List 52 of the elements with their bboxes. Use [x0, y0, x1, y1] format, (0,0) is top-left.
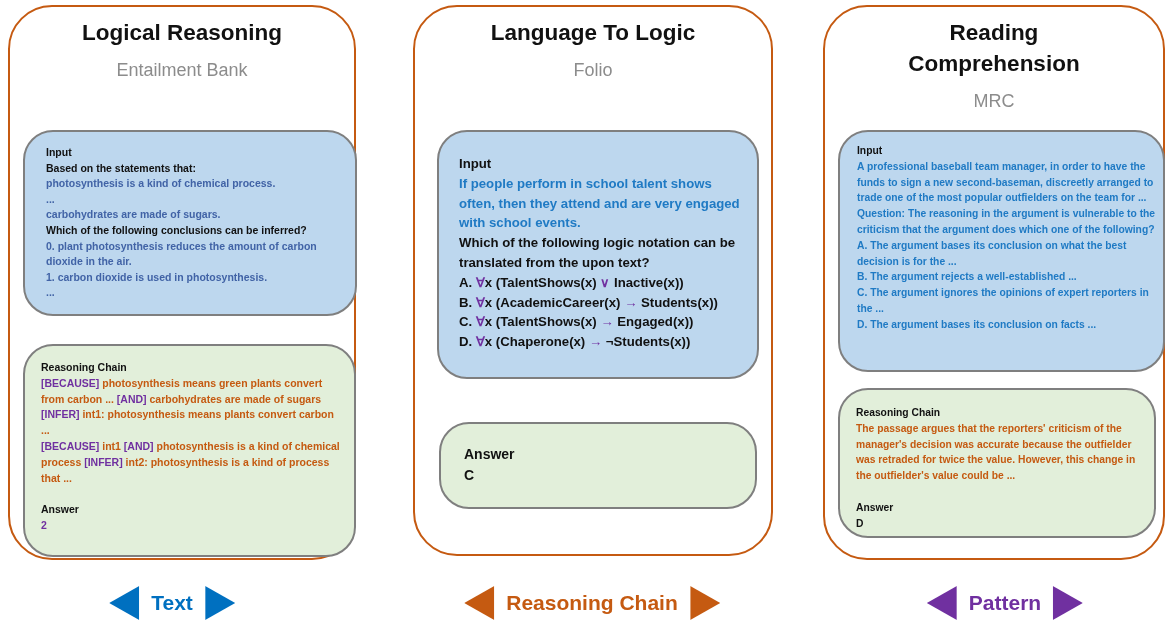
example-text: A professional baseball team manager, in order to have the funds to sign a new second-baseman, discreetly arranged to trade one of the most popular outfielders on the team for ...: [857, 159, 1155, 206]
section-heading: Reasoning Chain: [41, 360, 128, 375]
category-label: Pattern: [968, 591, 1042, 615]
example-text: ...: [46, 191, 56, 207]
output-card: [838, 388, 1156, 538]
panel-title: Language To Logic: [489, 19, 697, 47]
output-card: [439, 422, 757, 509]
section-heading: Answer: [464, 445, 516, 464]
input-card: [23, 130, 357, 316]
section-heading: Reasoning Chain: [856, 406, 942, 420]
section-heading: D: [856, 516, 865, 531]
category-label: Text: [151, 591, 193, 615]
section-heading: C: [464, 466, 476, 485]
section-heading: D. ∀x (Chaperone(x) → ¬Students(x)): [459, 333, 692, 352]
section-heading: Which of the following conclusions can be inferred?: [46, 222, 308, 238]
section-heading: B. ∀x (AcademicCareer(x) → Students(x)): [459, 293, 719, 312]
section-heading: Input: [46, 145, 73, 160]
dataset-name: MRC: [972, 91, 1016, 112]
example-text: Question: The reasoning in the argument is vulnerable to the criticism that the argument does which one of the following?: [857, 207, 1157, 237]
output-card: [23, 344, 356, 557]
example-text: D. The argument bases its conclusion on facts ...: [857, 317, 1098, 332]
category-panel: [8, 5, 356, 560]
example-text: The passage argues that the reporters' criticism of the manager's decision was accurate because the outfielder was retraded for twice the value. However, this change in the outfielder's value could be ...: [856, 421, 1137, 484]
example-text: ...: [46, 285, 56, 301]
panel-title: Reading Comprehension: [907, 19, 1081, 78]
section-heading: Input: [459, 155, 493, 173]
example-text: If people perform in school talent shows often, then they attend and are very engaged with school events.: [459, 174, 741, 233]
dataset-name: Entailment Bank: [115, 60, 249, 81]
section-heading: Based on the statements that:: [46, 160, 197, 176]
example-text: 0. plant photosynthesis reduces the amount of carbon dioxide in the air.: [46, 238, 318, 270]
section-heading: Which of the following logic notation can be translated from the upon text?: [459, 234, 737, 272]
section-heading: Answer: [41, 502, 80, 518]
example-text: [BECAUSE] photosynthesis means green plants convert from carbon ... [AND] carbohydrates are made of sugars [INFER] int1: photosynthesis means plants convert carbon ...: [41, 375, 335, 439]
example-text: A. The argument bases its conclusion on what the best decision is for the ...: [857, 238, 1128, 269]
section-heading: Input: [857, 144, 884, 158]
section-heading: Answer: [856, 500, 895, 515]
section-heading: A. ∀x (TalentShows(x) ∨ Inactive(x)): [459, 273, 685, 292]
example-text: carbohydrates are made of sugars.: [46, 207, 222, 223]
category-panel: [823, 5, 1165, 560]
dataset-name: Folio: [572, 60, 614, 81]
example-text: 1. carbon dioxide is used in photosynthesis.: [46, 269, 269, 285]
example-text: [BECAUSE] int1 [AND] photosynthesis is a kind of chemical process [INFER] int2: photosynthesis is a kind of process that ...: [41, 439, 341, 486]
example-text: C. The argument ignores the opinions of expert reporters in the ...: [857, 286, 1150, 316]
section-heading: C. ∀x (TalentShows(x) → Engaged(x)): [459, 313, 695, 332]
example-text: B. The argument rejects a well-established ...: [857, 270, 1078, 285]
panel-title: Logical Reasoning: [81, 19, 283, 47]
example-text: 2: [41, 517, 48, 533]
category-label: Reasoning Chain: [506, 591, 678, 615]
input-card: [437, 130, 759, 379]
category-panel: [413, 5, 773, 556]
input-card: [838, 130, 1165, 372]
example-text: photosynthesis is a kind of chemical process.: [46, 176, 277, 192]
